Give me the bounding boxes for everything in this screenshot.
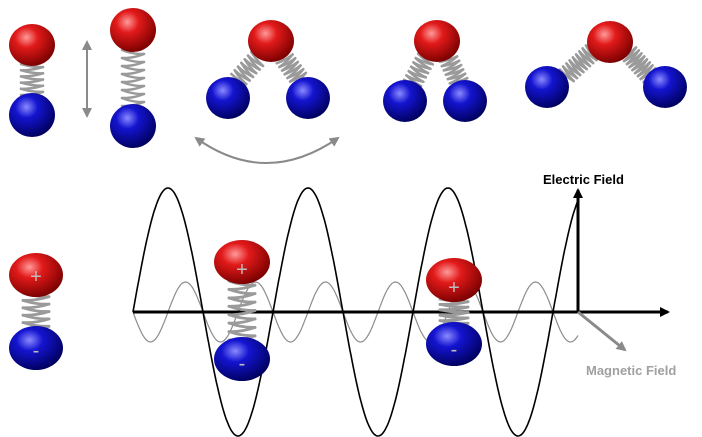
spring-coil bbox=[227, 317, 257, 325]
minus-sign-icon: - bbox=[33, 340, 40, 362]
spring-coil bbox=[227, 304, 257, 312]
spring-coil bbox=[227, 330, 257, 338]
spring bbox=[402, 52, 435, 88]
spring-coil bbox=[120, 68, 146, 76]
spring-coil bbox=[227, 288, 257, 296]
spring-coil bbox=[227, 292, 257, 300]
spring-coil bbox=[120, 52, 146, 60]
hydrogen-atom bbox=[525, 66, 569, 108]
oxygen-atom bbox=[9, 24, 55, 66]
hydrogen-atom bbox=[110, 104, 156, 148]
plus-sign-icon: + bbox=[30, 266, 42, 288]
electric-field-wave bbox=[132, 187, 579, 437]
spring-coil bbox=[120, 84, 146, 92]
oxygen-atom bbox=[248, 20, 294, 62]
spring-coil bbox=[120, 80, 146, 88]
spring bbox=[19, 62, 45, 97]
spring-coil bbox=[558, 68, 575, 83]
negative-atom bbox=[9, 326, 63, 370]
bend-mode-closed bbox=[383, 20, 487, 122]
dipole-molecule-middle: + - bbox=[214, 240, 270, 381]
spring bbox=[120, 48, 146, 108]
stretch-mode-compressed bbox=[9, 24, 55, 137]
spring-coil bbox=[120, 72, 146, 80]
oxygen-atom bbox=[587, 21, 633, 63]
minus-sign-icon: - bbox=[451, 339, 458, 361]
spring-coil bbox=[227, 296, 257, 304]
spring bbox=[227, 279, 257, 342]
hydrogen-atom bbox=[643, 66, 687, 108]
hydrogen-atom bbox=[286, 77, 330, 119]
spring-coil bbox=[227, 321, 257, 329]
double-headed-curved-arrow-icon bbox=[194, 136, 340, 164]
spring-coil bbox=[120, 64, 146, 72]
spring-coil bbox=[120, 96, 146, 104]
dipole-molecule-right: + - bbox=[426, 258, 482, 366]
hydrogen-atom bbox=[9, 93, 55, 137]
spring-coil bbox=[120, 88, 146, 96]
negative-atom bbox=[426, 322, 482, 366]
plus-sign-icon: + bbox=[236, 259, 248, 281]
hydrogen-atom bbox=[206, 77, 250, 119]
spring bbox=[558, 44, 598, 83]
spring-coil bbox=[120, 60, 146, 68]
positive-atom bbox=[426, 258, 482, 302]
plus-sign-icon: + bbox=[448, 277, 460, 299]
spring-coil bbox=[227, 283, 257, 291]
magnetic-field-label: Magnetic Field bbox=[586, 363, 676, 378]
magnetic-field-wave bbox=[132, 281, 579, 343]
bend-mode-open bbox=[206, 20, 330, 119]
bend-mode-wide bbox=[525, 21, 687, 108]
electric-field-label: Electric Field bbox=[543, 172, 624, 187]
oxygen-atom bbox=[414, 20, 460, 62]
positive-atom bbox=[214, 240, 270, 284]
spring-coil bbox=[227, 326, 257, 334]
electromagnetic-wave: Electric Field Magnetic Field bbox=[132, 172, 676, 437]
hydrogen-atom bbox=[443, 80, 487, 122]
spring-coil bbox=[120, 76, 146, 84]
spring-coil bbox=[120, 56, 146, 64]
stretch-mode-extended bbox=[110, 8, 156, 148]
spring-coil bbox=[120, 92, 146, 100]
magnetic-field-axis bbox=[577, 310, 627, 352]
minus-sign-icon: - bbox=[239, 353, 246, 375]
dipole-molecule-left: + - bbox=[9, 253, 63, 370]
spring bbox=[21, 291, 51, 332]
spring-coil bbox=[227, 313, 257, 321]
oxygen-atom bbox=[110, 8, 156, 52]
negative-atom bbox=[214, 337, 270, 381]
hydrogen-atom bbox=[383, 80, 427, 122]
positive-atom bbox=[9, 253, 63, 297]
